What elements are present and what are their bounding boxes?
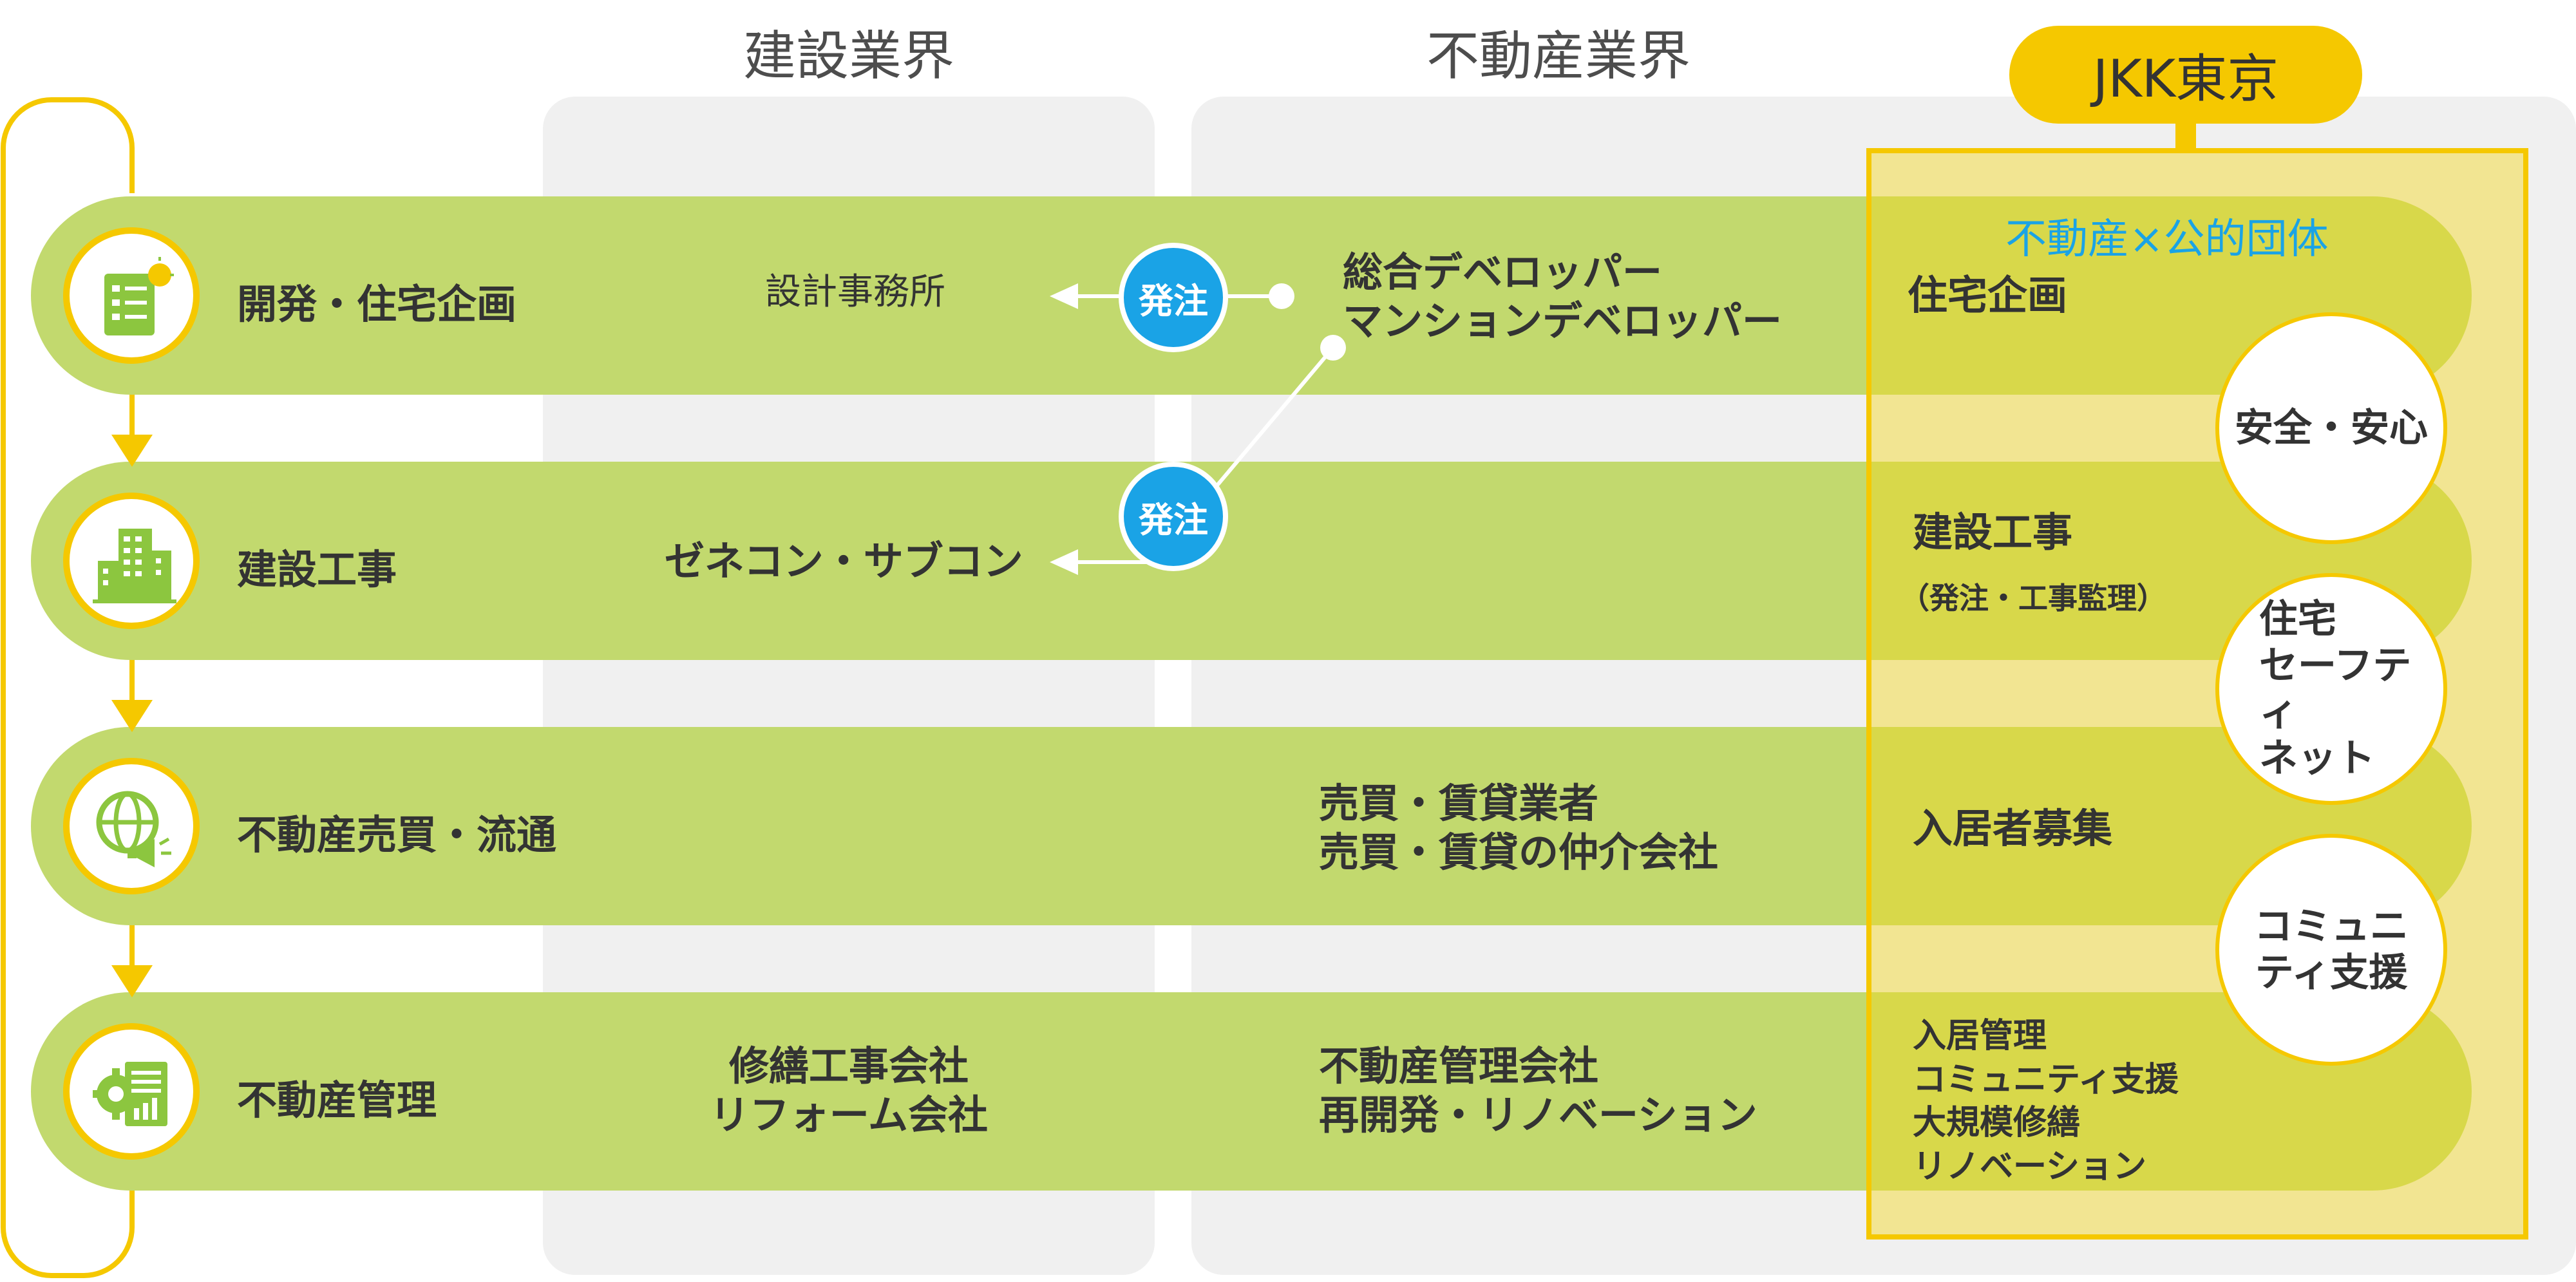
feature-line: ティ支援 bbox=[2255, 950, 2408, 995]
jkk-list-item: 入居管理 bbox=[1913, 1017, 2047, 1055]
feature-community: コミュニ ティ支援 bbox=[2215, 834, 2447, 1066]
feature-safety: 安全・安心 bbox=[2215, 312, 2447, 544]
gear-document-icon bbox=[93, 1062, 167, 1126]
feature-line: 住宅 bbox=[2259, 597, 2336, 642]
step-1-icon bbox=[63, 227, 200, 364]
condo-developer-line: マンションデベロッパー bbox=[1343, 297, 1783, 344]
jkk-construction-note: （発注・工事監理） bbox=[1900, 581, 2166, 616]
repair-companies: 修繕工事会社 リフォーム会社 bbox=[688, 1042, 1010, 1139]
down-arrow-icon bbox=[111, 435, 153, 467]
construction-header: 建設業界 bbox=[743, 26, 954, 87]
jkk-housing-planning: 住宅企画 bbox=[1908, 272, 2068, 319]
jkk-list-item: コミュニティ支援 bbox=[1913, 1060, 2179, 1099]
step-3-label: 不動産売買・流通 bbox=[237, 811, 557, 858]
real-estate-header: 不動産業界 bbox=[1426, 26, 1690, 87]
sales-rental-line: 売買・賃貸業者 bbox=[1319, 780, 1599, 827]
step-4-label: 不動産管理 bbox=[237, 1077, 437, 1124]
globe-megaphone-icon bbox=[96, 791, 171, 867]
step-3-icon bbox=[63, 758, 200, 894]
building-icon bbox=[93, 529, 176, 603]
reform-company-line: リフォーム会社 bbox=[709, 1091, 989, 1138]
jkk-header: JKK東京 bbox=[2009, 26, 2362, 124]
planning-icon bbox=[104, 257, 174, 335]
feature-line: 安全・安心 bbox=[2235, 406, 2428, 451]
brokerage-line: 売買・賃貸の仲介会社 bbox=[1319, 828, 1719, 876]
step-2-label: 建設工事 bbox=[237, 546, 397, 593]
jkk-connector bbox=[2175, 122, 2196, 148]
management-company-line: 不動産管理会社 bbox=[1319, 1042, 1599, 1089]
down-arrow-icon bbox=[111, 965, 153, 997]
band-construction bbox=[31, 462, 2472, 660]
order-badge: 発注 bbox=[1119, 243, 1228, 352]
feature-line: セーフティ bbox=[2259, 643, 2412, 735]
feature-safety-net: 住宅 セーフティ ネット bbox=[2215, 573, 2447, 805]
step-4-icon bbox=[63, 1023, 200, 1160]
sales-agents: 売買・賃貸業者 売買・賃貸の仲介会社 bbox=[1319, 779, 1718, 876]
jkk-tenant-recruitment: 入居者募集 bbox=[1913, 805, 2113, 852]
design-office: 設計事務所 bbox=[765, 271, 945, 313]
feature-line: ネット bbox=[2259, 736, 2375, 781]
order-badge: 発注 bbox=[1119, 462, 1228, 571]
down-arrow-icon bbox=[111, 700, 153, 732]
jkk-subtitle: 不動産×公的団体 bbox=[2005, 216, 2329, 263]
general-contractor: ゼネコン・サブコン bbox=[665, 538, 1023, 585]
redevelopment-line: 再開発・リノベーション bbox=[1319, 1091, 1757, 1138]
jkk-list-item: リノベーション bbox=[1913, 1147, 2146, 1186]
band-sales bbox=[31, 727, 2472, 925]
feature-line: コミュニ bbox=[2254, 904, 2409, 949]
repair-company-line: 修繕工事会社 bbox=[728, 1042, 969, 1089]
jkk-management-list: 入居管理 コミュニティ支援 大規模修繕 リノベーション bbox=[1913, 1015, 2179, 1189]
jkk-header-label: JKK東京 bbox=[2092, 49, 2279, 109]
band-management bbox=[31, 992, 2472, 1191]
general-developer-line: 総合デベロッパー bbox=[1343, 249, 1663, 296]
jkk-construction: 建設工事 bbox=[1913, 509, 2073, 556]
developers: 総合デベロッパー マンションデベロッパー bbox=[1343, 248, 1782, 345]
management-companies: 不動産管理会社 再開発・リノベーション bbox=[1319, 1042, 1757, 1139]
step-1-label: 開発・住宅企画 bbox=[237, 281, 517, 328]
step-2-icon bbox=[63, 493, 200, 629]
jkk-list-item: 大規模修繕 bbox=[1913, 1104, 2081, 1143]
